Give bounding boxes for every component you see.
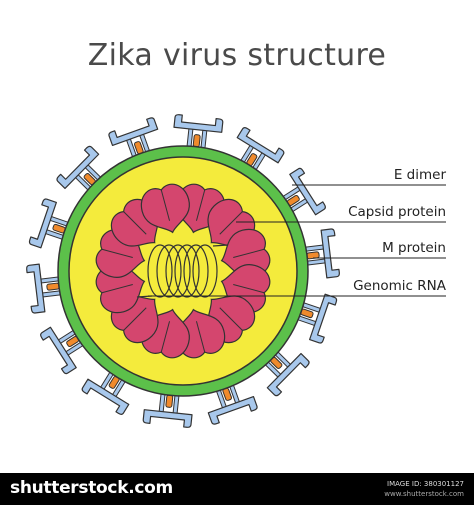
e-dimer-unit [301,228,340,279]
footer-bar: shutterstock.com IMAGE ID: 380301127 www… [0,473,474,505]
e-dimer-unit [279,167,326,216]
rna-loop [156,244,182,298]
label-m-protein: M protein [382,240,446,256]
capsid-protein [140,183,190,234]
e-dimer-ring [26,114,340,428]
e-dimer-head [309,293,338,344]
e-dimer-head [81,378,130,415]
e-dimer-head [142,409,193,428]
capsid-cleft [160,321,171,353]
label-e-dimer: E dimer [393,167,446,183]
e-dimer-unit [40,326,87,375]
capsid-cleft [160,189,171,221]
e-dimer-head [26,263,46,314]
capsid-cleft [123,307,147,331]
e-dimer-head [173,114,224,133]
capsid-cleft [233,283,265,294]
rna-loop [192,244,218,298]
e-dimer-unit [236,127,285,174]
label-leader-lines [148,184,446,297]
e-dimer-head [56,145,100,190]
rna-loop [183,244,209,298]
label-capsid-protein: Capsid protein [348,204,446,220]
e-dimer-head [108,117,159,147]
rna-tail [212,244,229,247]
capsid-cleft [219,307,243,331]
rna-loop [147,244,173,298]
m-protein [192,134,201,148]
label-genomic-rna: Genomic RNA [353,278,446,294]
footer-url: www.shutterstock.com [384,490,464,498]
capsid-cleft [195,189,206,221]
e-dimer-head [236,127,285,164]
capsid-cleft [233,248,265,259]
footer-brand: shutterstock.com [10,478,173,498]
zika-virus-diagram [26,114,446,428]
capsid-cleft [101,283,133,294]
e-dimer-unit [207,381,258,425]
footer-image-id: IMAGE ID: 380301127 [387,480,464,488]
m-protein [165,394,174,408]
capsid-cleft [123,211,147,235]
e-dimer-head [207,395,258,425]
diagram-title: Zika virus structure [87,38,387,73]
m-protein [46,282,60,291]
e-dimer-head [266,352,310,397]
capsid-cleft [195,321,206,353]
e-dimer-head [28,198,57,249]
capsid-cleft [101,248,133,259]
rna-loop [165,244,191,298]
e-dimer-unit [293,293,338,344]
e-dimer-head [289,167,326,216]
capsid-cleft [219,211,243,235]
e-dimer-head [40,326,77,375]
e-dimer-unit [81,368,130,415]
capsid-ring [95,183,271,359]
e-dimer-head [320,228,340,279]
rna-loop [174,244,200,298]
